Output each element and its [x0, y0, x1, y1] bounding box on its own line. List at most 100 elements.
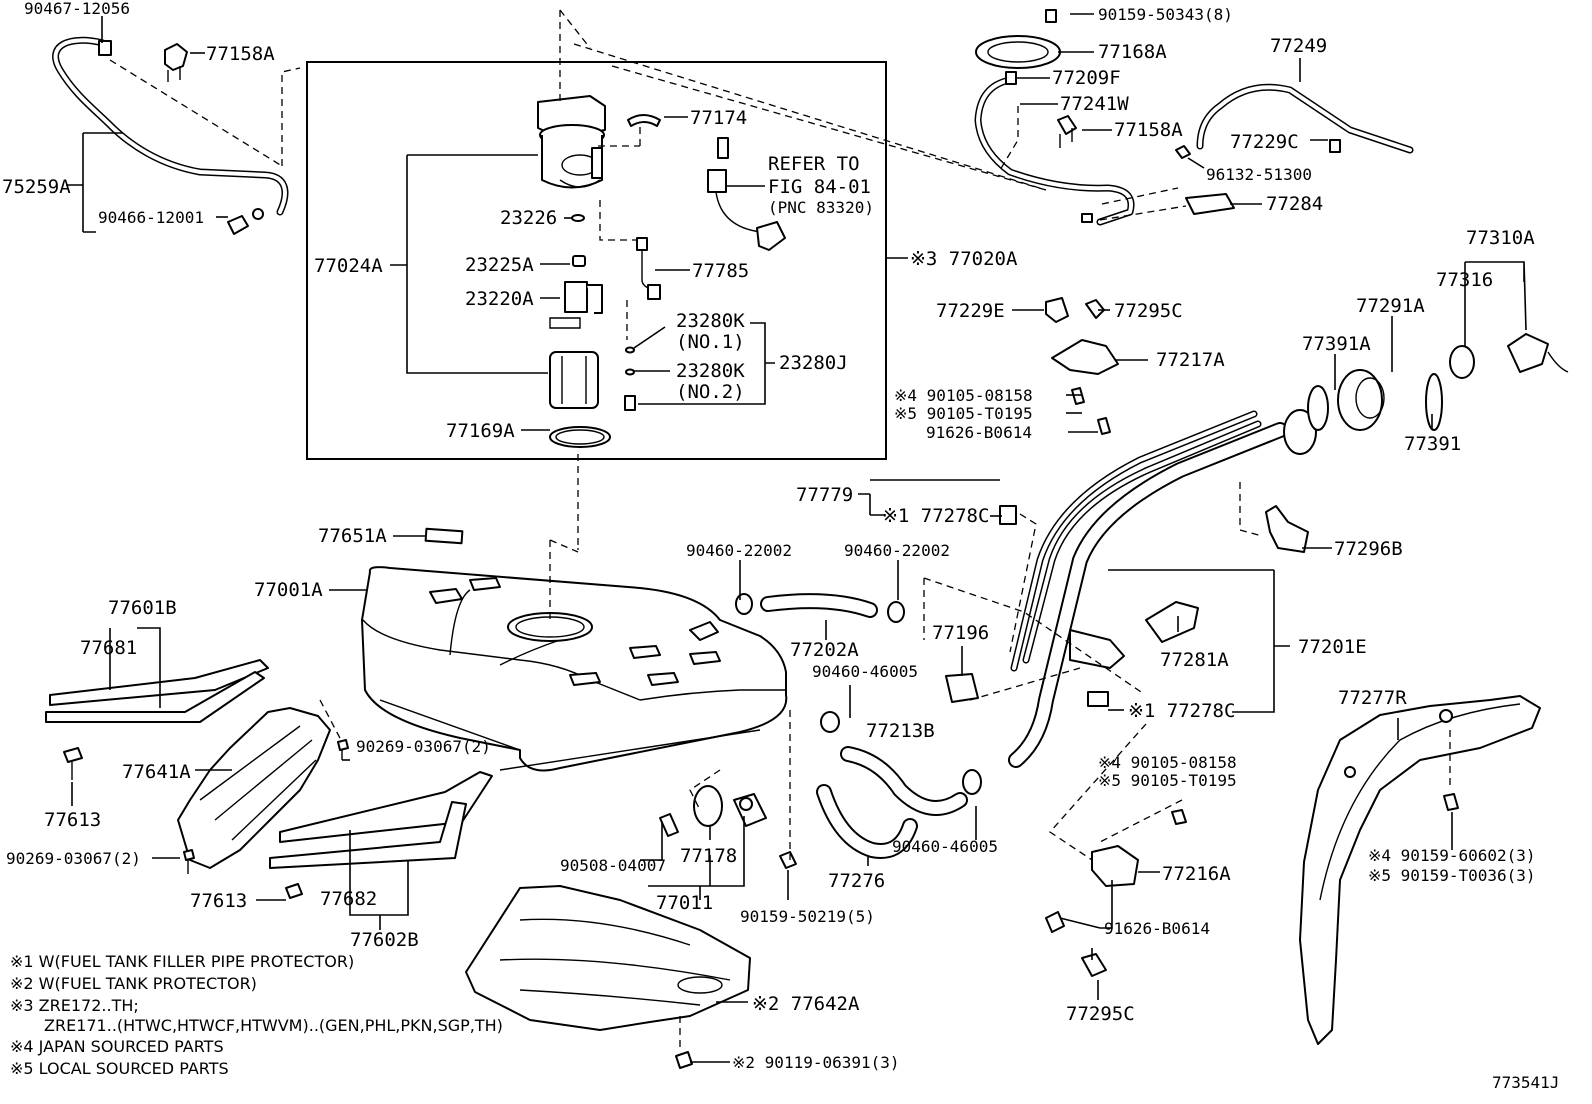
label-90460-22002-b: 90460-22002 — [844, 541, 950, 560]
label-90159-50343: 90159-50343(8) — [1098, 5, 1233, 24]
label-77168A: 77168A — [1098, 41, 1167, 63]
label-77642A: ※2 77642A — [752, 993, 860, 1015]
label-90105-T0195-top: ※5 90105-T0195 — [894, 404, 1033, 423]
label-refer-2: FIG 84-01 — [768, 176, 871, 198]
label-77295C-top: 77295C — [1114, 300, 1183, 322]
label-23220A: 23220A — [465, 288, 534, 310]
label-77613-a: 77613 — [44, 809, 101, 831]
label-77011: 77011 — [656, 892, 713, 914]
label-23280K-2: 23280K — [676, 360, 745, 382]
shield-77641a-drawing — [177, 707, 331, 869]
label-77785: 77785 — [692, 260, 749, 282]
label-77281A: 77281A — [1160, 649, 1229, 671]
label-77651A: 77651A — [318, 525, 387, 547]
label-77229E: 77229E — [936, 300, 1005, 322]
label-90159-50219: 90159-50219(5) — [740, 907, 875, 926]
label-90105-08158-mid: ※4 90105-08158 — [1098, 753, 1237, 772]
label-77158A-right: 77158A — [1114, 119, 1183, 141]
label-77278C-top: ※1 77278C — [882, 505, 989, 527]
label-77295C-bottom: 77295C — [1066, 1003, 1135, 1025]
label-77178: 77178 — [680, 845, 737, 867]
label-90269-03067-right: 90269-03067(2) — [356, 737, 491, 756]
label-77291A: 77291A — [1356, 295, 1425, 317]
label-90119-06391: ※2 90119-06391(3) — [732, 1053, 900, 1072]
part-drawings — [45, 9, 1569, 1069]
protector-77642a-drawing — [465, 885, 751, 1031]
label-77001A: 77001A — [254, 579, 323, 601]
label-77169A: 77169A — [446, 420, 515, 442]
label-77391: 77391 — [1404, 433, 1461, 455]
label-90269-03067-left: 90269-03067(2) — [6, 849, 141, 868]
label-91626-B0614-bottom: 91626-B0614 — [1104, 919, 1210, 938]
note-3: ※3 ZRE172..TH; — [10, 996, 139, 1015]
label-no2: (NO.2) — [676, 381, 745, 403]
label-90466-12001: 90466-12001 — [98, 208, 204, 227]
label-90508-04007: 90508-04007 — [560, 856, 666, 875]
label-77196: 77196 — [932, 622, 989, 644]
label-90460-22002-a: 90460-22002 — [686, 541, 792, 560]
label-77202A: 77202A — [790, 639, 859, 661]
label-91626-B0614-top: 91626-B0614 — [926, 423, 1032, 442]
label-77216A: 77216A — [1162, 863, 1231, 885]
label-77241W: 77241W — [1060, 93, 1129, 115]
label-77217A: 77217A — [1156, 349, 1225, 371]
label-23225A: 23225A — [465, 254, 534, 276]
label-77024A: 77024A — [314, 255, 383, 277]
note-3-cont: ZRE171..(HTWC,HTWCF,HTWVM)..(GEN,PHL,PKN… — [44, 1016, 503, 1035]
label-77296B: 77296B — [1334, 538, 1403, 560]
part-labels: 90467-12056 77158A 75259A 90466-12001 77… — [2, 0, 1559, 1092]
note-2: ※2 W(FUEL TANK PROTECTOR) — [10, 974, 257, 993]
label-refer-1: REFER TO — [768, 153, 860, 175]
label-77174: 77174 — [690, 107, 747, 129]
label-77641A: 77641A — [122, 761, 191, 783]
fuel-cap-drawing — [1307, 333, 1569, 431]
label-23226: 23226 — [500, 207, 557, 229]
label-77276: 77276 — [828, 870, 885, 892]
label-23280K-1: 23280K — [676, 310, 745, 332]
hoses-drawing — [735, 593, 982, 859]
label-90460-46005-a: 90460-46005 — [812, 662, 918, 681]
label-77249: 77249 — [1270, 35, 1327, 57]
label-77613-b: 77613 — [190, 890, 247, 912]
label-no1: (NO.1) — [676, 331, 745, 353]
vent-lines-drawing — [974, 9, 1414, 226]
label-77229C: 77229C — [1230, 131, 1299, 153]
note-5: ※5 LOCAL SOURCED PARTS — [10, 1059, 229, 1078]
small-fasteners-drawing — [63, 739, 797, 1069]
label-77277R: 77277R — [1338, 687, 1407, 709]
label-77209F: 77209F — [1052, 67, 1121, 89]
label-77779: 77779 — [796, 484, 853, 506]
footnotes: ※1 W(FUEL TANK FILLER PIPE PROTECTOR) ※2… — [10, 952, 503, 1078]
tank-bands-drawing — [45, 659, 493, 869]
label-77213B: 77213B — [866, 720, 935, 742]
label-77391A: 77391A — [1302, 333, 1371, 355]
diagram-id: 773541J — [1492, 1073, 1559, 1092]
label-77316: 77316 — [1436, 269, 1493, 291]
label-77310A: 77310A — [1466, 227, 1535, 249]
label-90467-12056: 90467-12056 — [24, 0, 130, 18]
label-23280J: 23280J — [779, 352, 848, 374]
label-77601B: 77601B — [108, 597, 177, 619]
vapor-tube-drawing — [52, 36, 289, 235]
fuel-tank-drawing — [361, 527, 788, 772]
label-77284: 77284 — [1266, 193, 1323, 215]
label-77158A-left: 77158A — [206, 43, 275, 65]
label-96132-51300: 96132-51300 — [1206, 165, 1312, 184]
note-1: ※1 W(FUEL TANK FILLER PIPE PROTECTOR) — [10, 952, 354, 971]
label-90159-T0036: ※5 90159-T0036(3) — [1368, 866, 1536, 885]
filler-pipe-drawing — [945, 409, 1317, 768]
label-90105-08158-top: ※4 90105-08158 — [894, 386, 1033, 405]
label-77278C-mid: ※1 77278C — [1128, 700, 1235, 722]
pump-assy-box — [306, 61, 887, 460]
label-77201E: 77201E — [1298, 636, 1367, 658]
fuel-pump-module-drawing — [537, 95, 786, 448]
leader-lines — [66, 9, 1527, 1063]
label-77602B: 77602B — [350, 929, 419, 951]
label-75259A: 75259A — [2, 176, 71, 198]
note-4: ※4 JAPAN SOURCED PARTS — [10, 1037, 224, 1056]
label-77682: 77682 — [320, 888, 377, 910]
label-90159-60602: ※4 90159-60602(3) — [1368, 846, 1536, 865]
label-77681: 77681 — [80, 637, 137, 659]
